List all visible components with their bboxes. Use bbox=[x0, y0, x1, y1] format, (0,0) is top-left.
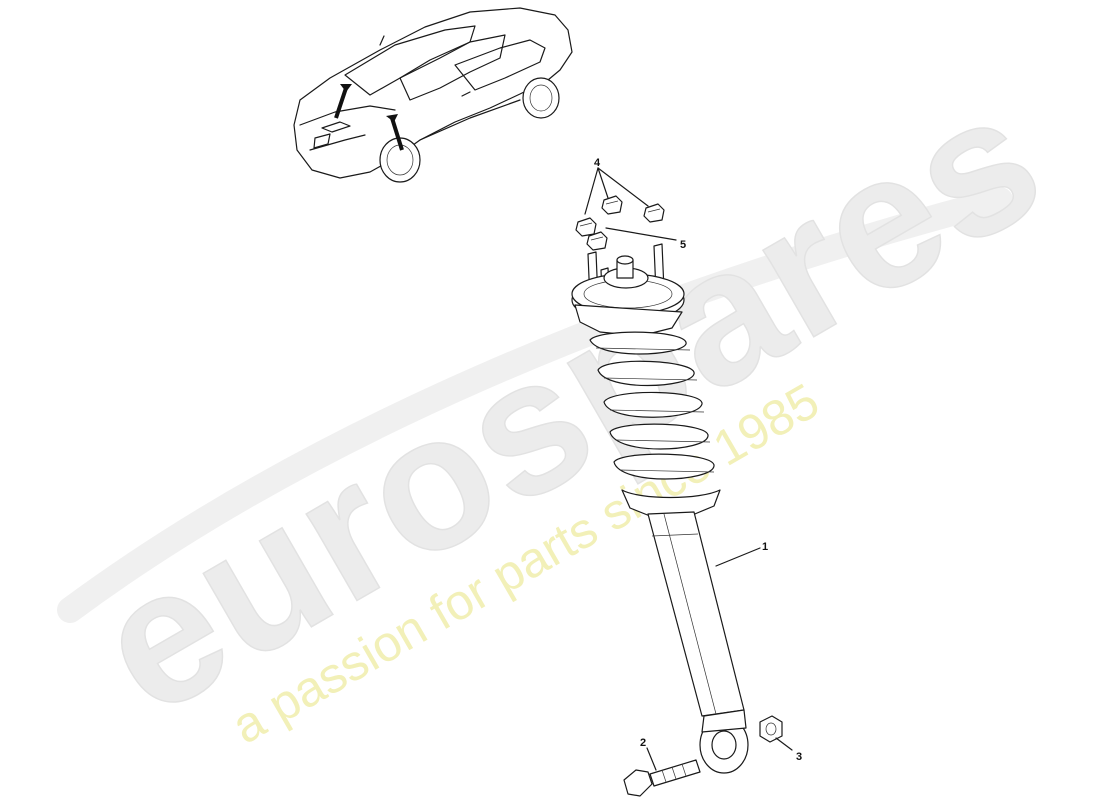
watermark: eurospares a passion for parts since 198… bbox=[57, 49, 1076, 756]
callout-label-5: 5 bbox=[680, 239, 686, 251]
lower-mount-bolt bbox=[623, 759, 701, 797]
lower-mount-nut bbox=[759, 715, 783, 743]
watermark-brand: eurospares bbox=[65, 50, 1075, 756]
callout-label-4: 4 bbox=[594, 157, 601, 169]
callout-label-3: 3 bbox=[796, 751, 802, 763]
callout-label-2: 2 bbox=[640, 737, 646, 749]
shock-absorber-assembly bbox=[571, 243, 749, 774]
callout-label-1: 1 bbox=[762, 541, 768, 553]
leader-lines bbox=[584, 167, 793, 771]
top-mount-nuts bbox=[575, 195, 665, 251]
vehicle-locator-illustration bbox=[293, 7, 573, 183]
